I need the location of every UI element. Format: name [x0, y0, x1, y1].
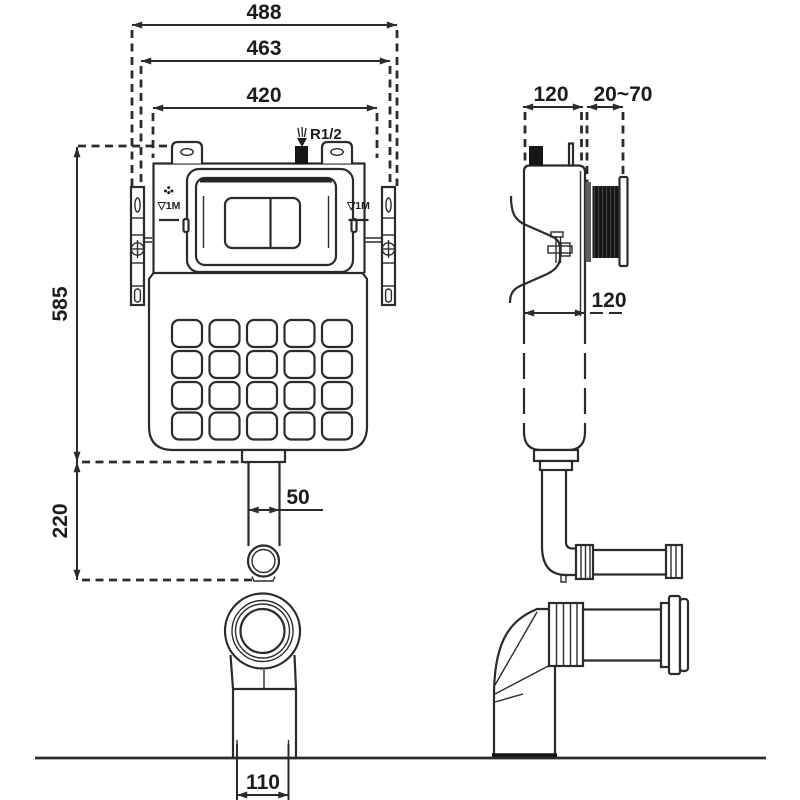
front-view: 488 463 420 585 220 — [49, 1, 399, 800]
outlet-pipe-side — [532, 448, 684, 583]
dim-585-label: 585 — [49, 286, 72, 321]
outlet-pipe-front: 50 — [240, 448, 323, 582]
inlet-thread-label: R1/2 — [310, 126, 342, 143]
dim-tank-width-420: 420 — [151, 84, 379, 158]
pipe-coupling-1 — [574, 543, 595, 581]
hanger-tab-left — [170, 140, 204, 164]
dim-220-label: 220 — [49, 503, 72, 538]
access-frame — [182, 167, 358, 274]
flush-buttons — [223, 196, 302, 250]
tank-lower-outline — [147, 272, 369, 452]
dim-body-depth-120: 120 — [524, 289, 627, 317]
dim-50-label: 50 — [286, 486, 309, 509]
level-mark-left: ▽1M — [157, 186, 181, 222]
side-view: 120 20~70 — [492, 83, 690, 758]
outlet-elbow-front — [246, 544, 281, 578]
overflow-pin — [567, 142, 575, 167]
inlet-side — [529, 146, 543, 166]
dim-frame-width-463: 463 — [139, 37, 392, 186]
wall-plate — [618, 175, 629, 268]
access-shaft-hatch — [585, 175, 629, 268]
dim-463-label: 463 — [246, 37, 281, 60]
floor-elbow-side — [492, 594, 690, 758]
mounting-rail-right — [365, 185, 397, 307]
water-inlet: R1/2 — [295, 126, 342, 165]
frame-tab-left — [182, 217, 190, 234]
inlet-arrow-icon — [297, 126, 307, 147]
dim-overall-width-488: 488 — [130, 1, 399, 186]
dim-488-label: 488 — [246, 1, 281, 24]
dim-420-label: 420 — [246, 84, 281, 107]
elbow-tab — [560, 575, 567, 583]
plate-top-edge — [200, 178, 332, 183]
level-mark-icon — [164, 186, 174, 195]
wall-bracket — [508, 195, 573, 304]
dim-floor-outlet-110: 110 — [236, 744, 290, 800]
elbow-coupling — [547, 601, 585, 668]
bracket-clamp — [547, 231, 573, 263]
rail-arm-left — [144, 237, 152, 243]
dim-20-70-label: 20~70 — [594, 83, 653, 106]
water-level-right-label: ▽1M — [346, 200, 370, 212]
water-level-left-label: ▽1M — [157, 200, 181, 212]
dim-110-label: 110 — [246, 771, 280, 794]
dim-wall-adjust-20-70: 20~70 — [585, 83, 653, 182]
mounting-rail-left — [129, 185, 152, 307]
tank-upper-outline — [152, 162, 366, 273]
level-mark-right: ▽1M — [346, 200, 370, 222]
dim-side2-120-label: 120 — [591, 289, 626, 312]
floor-elbow-front: 110 — [223, 592, 302, 800]
tank-side — [522, 142, 587, 452]
tank-dimple-grid — [170, 318, 354, 441]
rail-arm-right — [365, 237, 382, 243]
dim-side-120-label: 120 — [533, 83, 568, 106]
hanger-tab-right — [320, 140, 354, 164]
dim-tank-depth-120: 120 — [523, 83, 583, 164]
pipe-coupling-2 — [664, 543, 684, 580]
dim-tank-height-585: 585 — [49, 144, 168, 462]
dim-outlet-pipe-50: 50 — [248, 486, 323, 514]
dim-outlet-drop-220: 220 — [49, 460, 253, 582]
bell-flange — [659, 594, 690, 676]
